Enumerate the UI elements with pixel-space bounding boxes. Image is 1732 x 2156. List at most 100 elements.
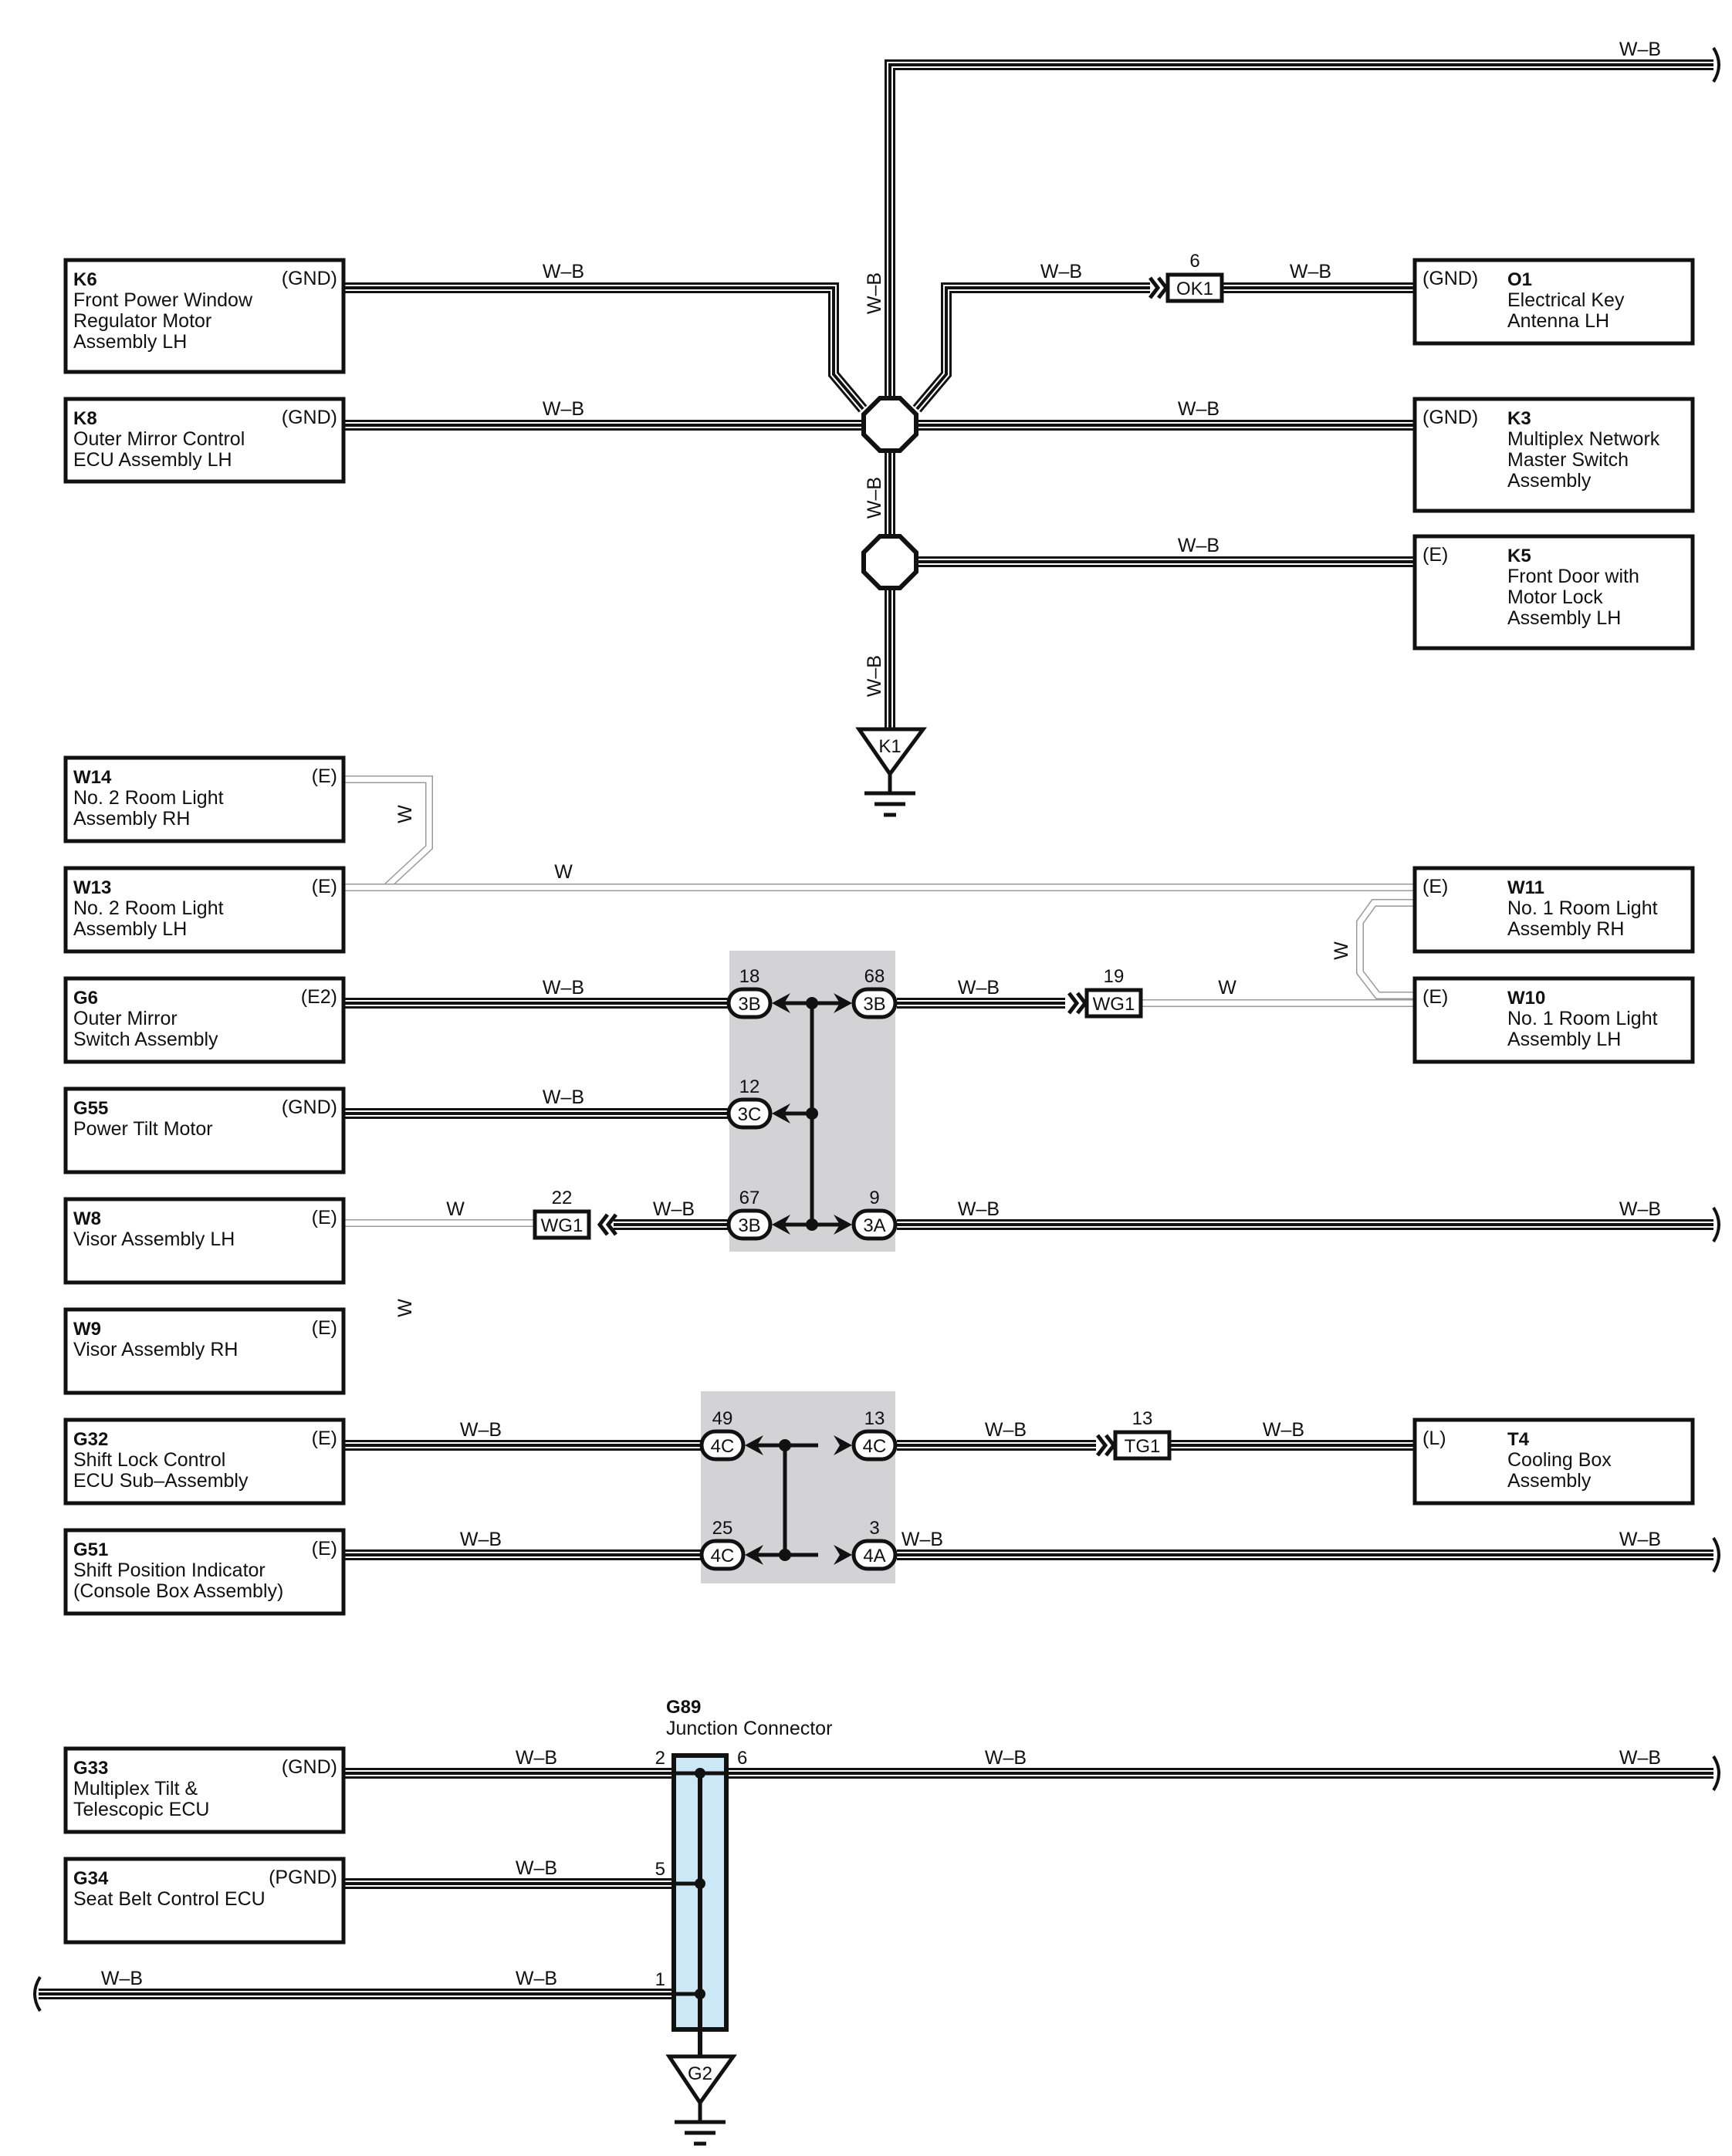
wire-color-label: W–B	[516, 1968, 557, 1989]
component-w11-pin: (E)	[1422, 876, 1448, 897]
component-t4-code: T4	[1507, 1429, 1530, 1450]
wire-color-label: W	[394, 1299, 416, 1317]
component-k3-name-line: Assembly	[1507, 470, 1592, 492]
component-g33-box	[63, 1746, 346, 1834]
junction-pill-pin: 68	[864, 966, 885, 987]
wire-color-label: W–B	[1178, 398, 1220, 420]
component-k5-pin: (E)	[1422, 544, 1448, 566]
inline-connector-pin: 22	[552, 1188, 573, 1208]
component-k6-pin: (GND)	[282, 268, 337, 289]
junction-pin-1: 1	[655, 1969, 665, 1990]
component-k3-code: K3	[1507, 408, 1531, 429]
component-w9-pin: (E)	[312, 1317, 337, 1339]
wire-color-label: W–B	[516, 1857, 557, 1879]
component-g51-name-line: (Console Box Assembly)	[73, 1580, 283, 1602]
component-w10-code: W10	[1507, 988, 1545, 1009]
junction-pill	[851, 1208, 898, 1241]
wire-color-label: W	[446, 1198, 465, 1220]
wire-wb-top-exit	[885, 59, 1713, 417]
inline-connector-body	[533, 1209, 591, 1240]
component-g33-code: G33	[73, 1758, 108, 1779]
component-g51-name-line: Shift Position Indicator	[73, 1560, 266, 1581]
component-k6-name-line: Front Power Window	[73, 289, 253, 311]
component-k8-pin: (GND)	[282, 407, 337, 428]
wire-color-label: W–B	[543, 1086, 584, 1108]
component-g34-name-line: Seat Belt Control ECU	[73, 1888, 266, 1910]
component-g34-box	[63, 1857, 346, 1945]
connector-chevron	[1096, 1434, 1108, 1457]
connector-chevron	[1157, 276, 1169, 299]
component-w10-name-line: Assembly LH	[1507, 1029, 1621, 1050]
inline-connector-label: WG1	[1093, 994, 1135, 1015]
component-k6-name-line: Regulator Motor	[73, 310, 211, 332]
junction-pill	[851, 1539, 898, 1571]
wire-color-label: W–B	[101, 1968, 143, 1989]
splice-point-lower	[861, 534, 918, 590]
wire-wb-o1-left-core	[915, 286, 1150, 411]
component-g51-code: G51	[73, 1539, 108, 1560]
wire-wb-o1-left-gap	[914, 285, 1150, 411]
component-w14-box	[63, 755, 346, 843]
ground-k1-label: K1	[878, 736, 901, 757]
component-g33-name-line: Multiplex Tilt &	[73, 1778, 198, 1799]
junction-pill-pin: 18	[739, 966, 760, 987]
component-g55-name-line: Power Tilt Motor	[73, 1118, 213, 1140]
wire-color-label: W–B	[1619, 1747, 1661, 1769]
component-w9-code: W9	[73, 1319, 101, 1340]
junction-pin-5: 5	[655, 1859, 665, 1880]
wire-color-label: W	[394, 805, 416, 823]
component-g33-pin: (GND)	[282, 1756, 337, 1778]
wire-color-label: W–B	[543, 398, 584, 420]
component-k3-pin: (GND)	[1422, 407, 1478, 428]
junction-arrow	[834, 1545, 852, 1565]
component-w11-name-line: Assembly RH	[1507, 918, 1624, 940]
ground-k1: K1	[855, 727, 927, 817]
component-k3-name-line: Multiplex Network	[1507, 428, 1660, 450]
component-g6-name-line: Switch Assembly	[73, 1029, 218, 1050]
junction-pin-9: 3A9	[834, 1188, 898, 1241]
inline-connector-label: OK1	[1176, 279, 1213, 299]
component-g34-code: G34	[73, 1868, 109, 1889]
component-k8-box	[63, 397, 346, 484]
junction-pill	[699, 1429, 746, 1462]
component-w11-code: W11	[1507, 877, 1544, 898]
junction-pill-conn: 3A	[863, 1215, 885, 1236]
continuation-mark	[1712, 1536, 1720, 1573]
junction-pin-6: 6	[737, 1748, 747, 1769]
component-w10-box	[1412, 976, 1695, 1064]
ground-g2-label: G2	[688, 2063, 712, 2084]
wire-color-label: W	[1331, 941, 1352, 960]
wire-color-label: W–B	[1290, 261, 1331, 282]
component-w10-name-line: No. 1 Room Light	[1507, 1008, 1658, 1029]
component-t4-pin: (L)	[1422, 1428, 1446, 1449]
component-o1-box	[1412, 258, 1695, 346]
component-w8-pin: (E)	[312, 1207, 337, 1228]
continuation-mark	[33, 1975, 42, 2012]
wire-color-label: W	[1218, 977, 1236, 999]
component-w13-code: W13	[73, 877, 111, 898]
component-w14-name-line: No. 2 Room Light	[73, 787, 224, 809]
junction-wires	[39, 1768, 1713, 1999]
